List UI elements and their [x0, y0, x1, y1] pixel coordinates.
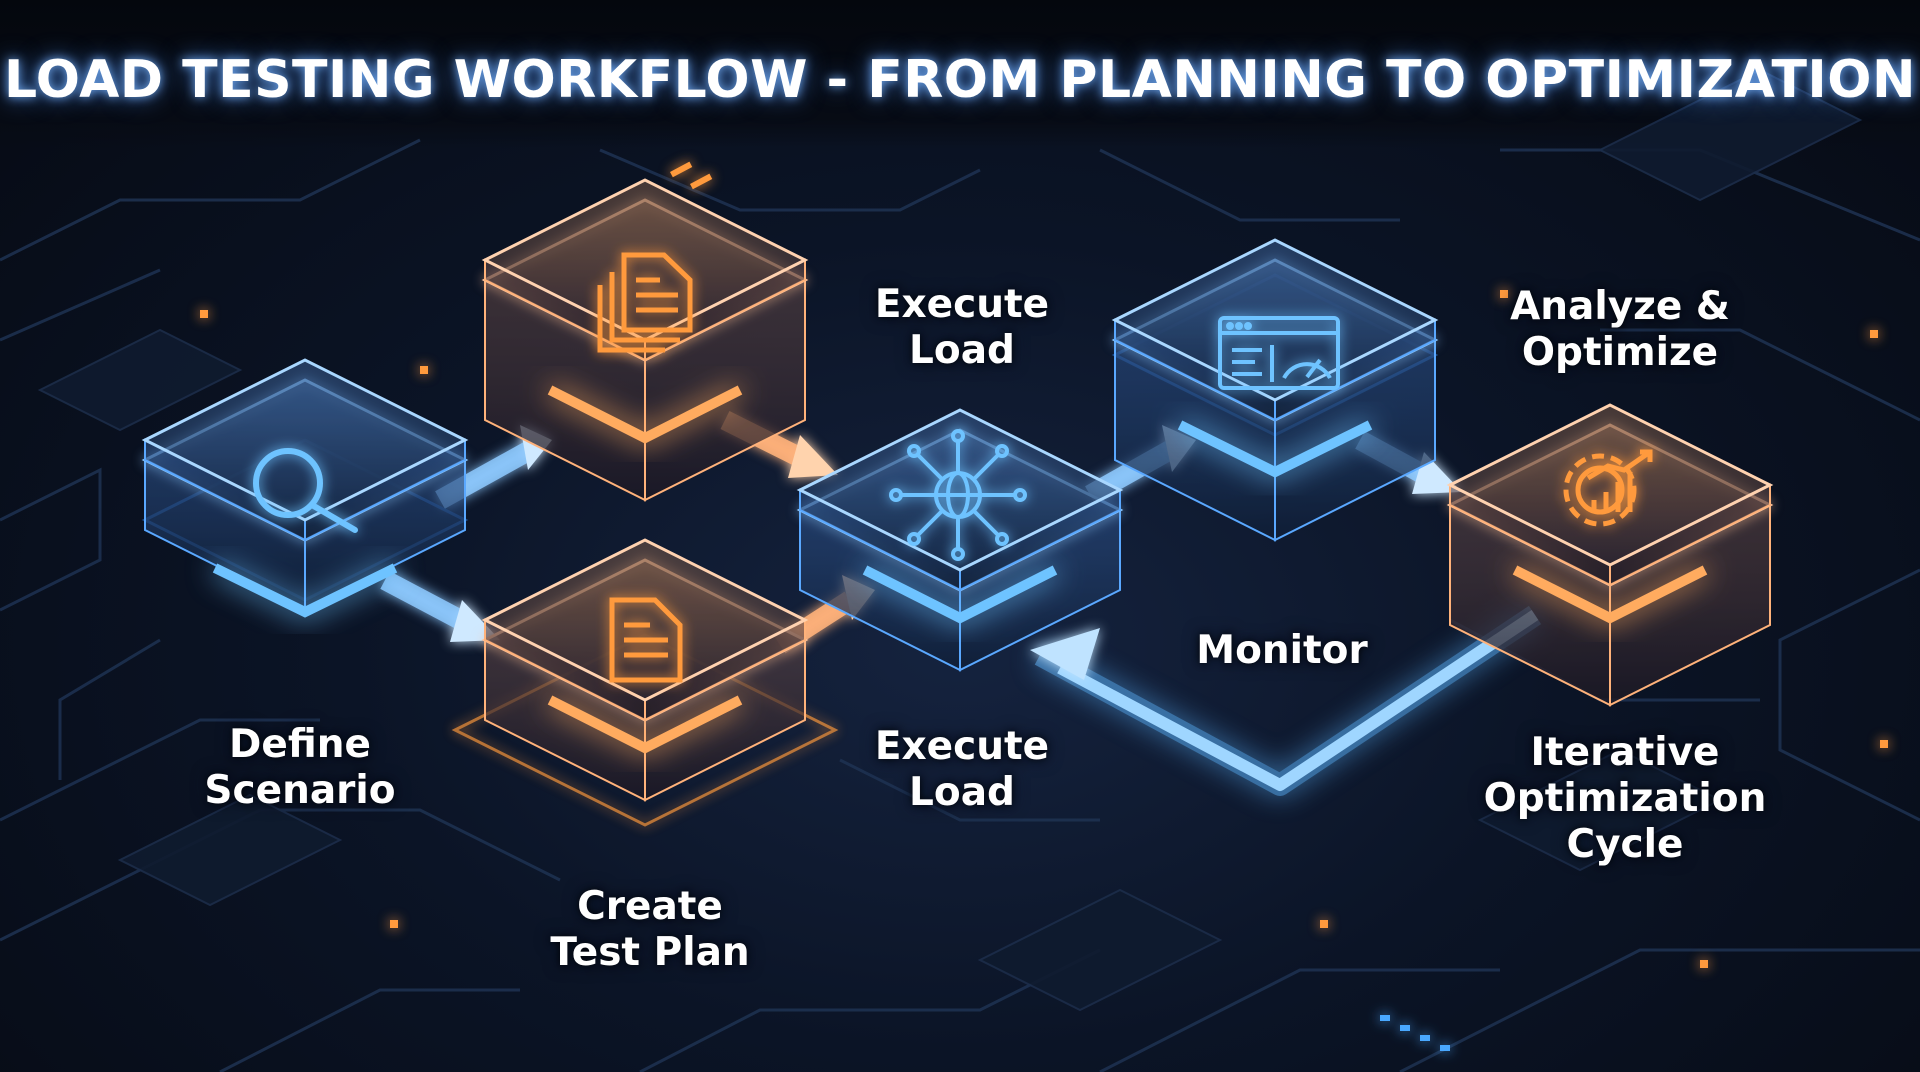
label-line: Load [909, 770, 1015, 815]
dashboard-gauge-icon [1218, 316, 1340, 390]
label-execute-load-bottom: Execute Load [852, 724, 1072, 816]
label-line: Define [229, 722, 371, 767]
stacked-documents-icon [597, 252, 693, 353]
circuit-lights-blue [1380, 1015, 1450, 1051]
block-plan-document [481, 178, 809, 502]
label-line: Optimize [1521, 330, 1719, 375]
label-line: Test Plan [550, 930, 750, 975]
label-line: Execute [874, 282, 1050, 327]
label-define-scenario: Define Scenario [190, 722, 410, 814]
page-title: LOAD TESTING WORKFLOW - FROM PLANNING TO… [4, 50, 1916, 110]
label-line: Optimization [1483, 776, 1767, 821]
label-line: Cycle [1566, 822, 1684, 867]
block-create-test-plan [451, 538, 839, 827]
block-monitor-dashboard [1111, 238, 1439, 542]
network-globe-icon [889, 429, 1027, 561]
label-execute-load-top: Execute Load [852, 282, 1072, 374]
label-line: Execute [874, 724, 1050, 769]
block-define-scenario [141, 358, 469, 618]
document-icon [609, 597, 683, 683]
label-line: Monitor [1196, 628, 1368, 673]
block-analyze-optimize [1446, 403, 1774, 707]
block-execute-load [796, 408, 1124, 672]
label-monitor: Monitor [1172, 628, 1392, 674]
label-line: Iterative [1530, 730, 1720, 775]
label-line: Load [909, 328, 1015, 373]
label-iterative-optimization-cycle: Iterative Optimization Cycle [1455, 730, 1795, 868]
monitor-feedback-arrow [1030, 605, 1542, 796]
title-bar [0, 0, 1920, 148]
label-analyze-optimize: Analyze & Optimize [1480, 284, 1760, 376]
gear-chart-icon [1563, 449, 1653, 527]
circuit-pads [37, 68, 1863, 1012]
label-line: Create [577, 884, 723, 929]
magnifier-icon [253, 448, 358, 533]
circuit-lights [200, 161, 1888, 968]
arrow-define-to-test-plan [380, 571, 500, 642]
label-line: Analyze & [1510, 284, 1730, 329]
label-line: Scenario [204, 768, 396, 813]
label-create-test-plan: Create Test Plan [540, 884, 760, 976]
